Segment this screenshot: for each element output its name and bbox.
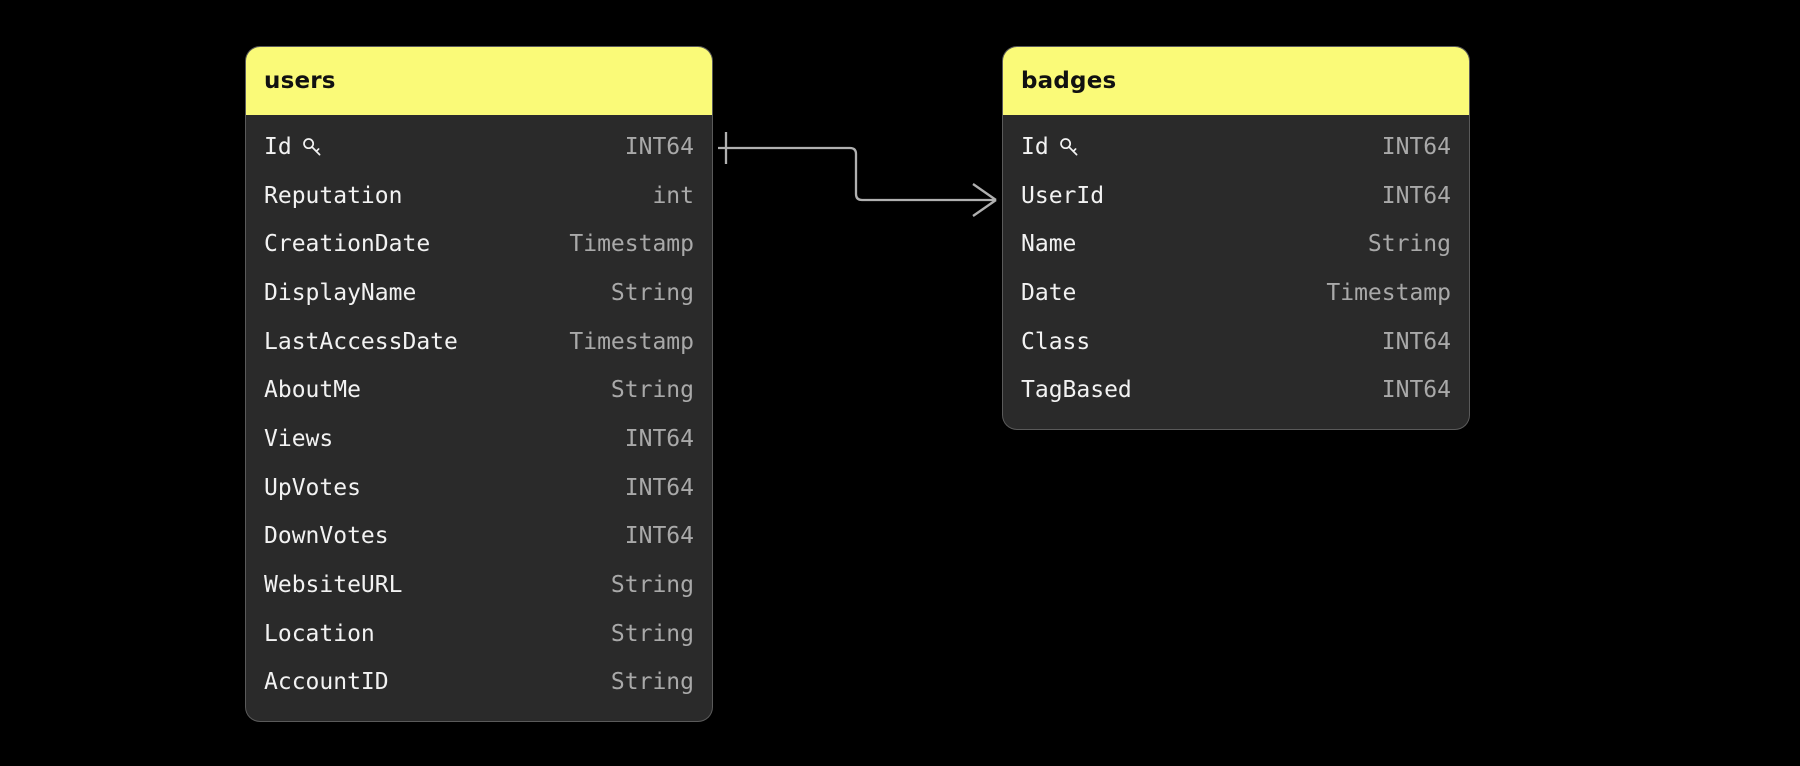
field-type-cell: Timestamp	[1326, 279, 1451, 306]
entity-title-badges: badges	[1003, 47, 1469, 115]
key-icon	[1058, 136, 1080, 158]
field-row[interactable]: UserId INT64	[1003, 172, 1469, 221]
field-name-cell: Reputation	[264, 182, 403, 209]
field-label: UserId	[1021, 182, 1105, 209]
field-name-cell: WebsiteURL	[264, 574, 402, 597]
field-name-cell: Location	[264, 620, 375, 647]
field-row[interactable]: Date Timestamp	[1003, 269, 1469, 318]
field-row[interactable]: Id INT64	[246, 123, 712, 172]
field-type-cell: INT64	[1381, 328, 1451, 355]
field-row[interactable]: Reputation int	[246, 172, 712, 221]
field-row[interactable]: Location String	[246, 610, 712, 659]
field-type-cell: Timestamp	[569, 231, 694, 258]
field-name-cell: AccountID	[264, 671, 389, 694]
field-row[interactable]: LastAccessDate Timestamp	[246, 318, 712, 367]
entity-field-list-badges: Id INT64 UserId INT64	[1003, 115, 1469, 429]
field-name-cell: Id	[1021, 133, 1080, 160]
field-type-cell: INT64	[624, 474, 694, 501]
field-row[interactable]: TagBased INT64	[1003, 366, 1469, 415]
field-type-cell: String	[610, 669, 694, 696]
field-label: AboutMe	[264, 377, 361, 404]
field-row[interactable]: Views INT64	[246, 415, 712, 464]
field-label: Reputation	[264, 182, 403, 209]
field-label: DisplayName	[264, 279, 417, 306]
field-name-cell: LastAccessDate	[264, 328, 458, 355]
field-type-cell: INT64	[624, 523, 694, 550]
field-label: WebsiteURL	[264, 572, 403, 599]
field-type-cell: INT64	[1381, 377, 1451, 404]
field-row[interactable]: Class INT64	[1003, 318, 1469, 367]
field-name-cell: DisplayName	[264, 279, 417, 306]
field-type-cell: int	[652, 182, 694, 209]
field-label: TagBased	[1021, 377, 1132, 404]
field-type-cell: INT64	[1381, 182, 1451, 209]
entity-card-users[interactable]: users Id INT64 Reputatio	[246, 47, 712, 722]
field-label: Id	[264, 133, 292, 160]
field-type-cell: INT64	[624, 133, 694, 160]
field-name-cell: CreationDate	[264, 233, 430, 256]
field-type-cell: String	[1367, 231, 1451, 258]
key-icon	[301, 136, 323, 158]
field-row[interactable]: DownVotes INT64	[246, 513, 712, 562]
field-row[interactable]: AccountID String	[246, 659, 712, 708]
field-type-cell: String	[610, 377, 694, 404]
field-label: Date	[1021, 279, 1077, 306]
field-label: DownVotes	[264, 523, 389, 550]
field-name-cell: UserId	[1021, 182, 1105, 209]
field-label: LastAccessDate	[264, 328, 458, 355]
field-name-cell: UpVotes	[264, 474, 361, 501]
field-row[interactable]: WebsiteURL String	[246, 561, 712, 610]
field-name-cell: Class	[1021, 328, 1091, 355]
field-name-cell: Name	[1021, 233, 1076, 256]
relationship-line	[718, 146, 996, 202]
field-label: UpVotes	[264, 474, 361, 501]
field-name-cell: DownVotes	[264, 525, 389, 548]
field-type-cell: String	[610, 572, 694, 599]
field-name-cell: Id	[264, 133, 323, 160]
field-type-cell: Timestamp	[569, 328, 694, 355]
field-name-cell: Date	[1021, 279, 1077, 306]
field-label: Class	[1021, 328, 1091, 355]
field-name-cell: Views	[264, 425, 334, 452]
field-label: Id	[1021, 133, 1049, 160]
field-row[interactable]: DisplayName String	[246, 269, 712, 318]
field-label: Views	[264, 425, 334, 452]
cardinality-many-marker	[972, 183, 997, 217]
field-label: CreationDate	[264, 231, 431, 258]
field-type-cell: String	[610, 620, 694, 647]
field-row[interactable]: UpVotes INT64	[246, 464, 712, 513]
entity-title-users: users	[246, 47, 712, 115]
field-type-cell: INT64	[624, 425, 694, 452]
field-name-cell: TagBased	[1021, 379, 1132, 402]
field-row[interactable]: Name String	[1003, 220, 1469, 269]
field-row[interactable]: CreationDate Timestamp	[246, 220, 712, 269]
field-label: Name	[1021, 231, 1077, 258]
field-label: AccountID	[264, 669, 389, 696]
field-row[interactable]: AboutMe String	[246, 366, 712, 415]
entity-field-list-users: Id INT64 Reputation int	[246, 115, 712, 721]
field-row[interactable]: Id INT64	[1003, 123, 1469, 172]
entity-card-badges[interactable]: badges Id INT64 UserId	[1003, 47, 1469, 430]
field-type-cell: INT64	[1381, 133, 1451, 160]
field-name-cell: AboutMe	[264, 379, 361, 402]
field-label: Location	[264, 620, 375, 647]
field-type-cell: String	[610, 279, 694, 306]
